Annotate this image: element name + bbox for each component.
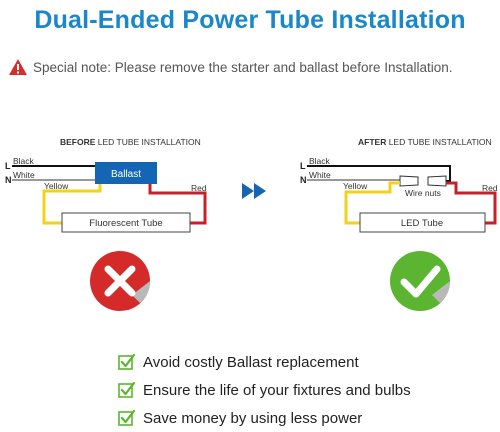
after-diagram: AFTER LED TUBE INSTALLATION L N Black Wh…	[300, 137, 498, 311]
after-neutral-label: N	[300, 175, 307, 185]
list-item: Save money by using less power	[118, 404, 488, 432]
ballast-box	[95, 162, 157, 184]
before-diagram: BEFORE LED TUBE INSTALLATION L N Black W…	[5, 137, 207, 311]
ballast-label: Ballast	[111, 169, 141, 180]
before-red-label: Red	[191, 183, 207, 193]
wiring-diagram: BEFORE LED TUBE INSTALLATION L N Black W…	[5, 137, 498, 311]
list-item: Ensure the life of your fixtures and bul…	[118, 376, 488, 404]
before-heading: BEFORE LED TUBE INSTALLATION	[60, 137, 201, 147]
wire-nuts-label: Wire nuts	[405, 188, 441, 198]
before-white-label: White	[13, 170, 35, 180]
checkbox-checked-icon	[118, 353, 136, 370]
after-heading: AFTER LED TUBE INSTALLATION	[358, 137, 492, 147]
before-red-wire	[148, 184, 207, 225]
red-x-icon	[90, 251, 150, 311]
before-yellow-label: Yellow	[44, 181, 69, 191]
after-red-label: Red	[482, 183, 498, 193]
after-yellow-wire	[344, 181, 400, 225]
after-white-label: White	[309, 170, 331, 180]
after-line-label: L	[300, 161, 306, 171]
after-red-wire	[446, 181, 497, 225]
green-check-icon	[390, 251, 450, 311]
after-yellow-label: Yellow	[343, 181, 368, 191]
fluorescent-tube	[61, 212, 191, 233]
checkbox-checked-icon	[118, 409, 136, 426]
wire-nut-left	[399, 175, 419, 187]
benefit-text: Avoid costly Ballast replacement	[143, 353, 359, 371]
benefit-text: Ensure the life of your fixtures and bul…	[143, 381, 411, 399]
before-line-label: L	[5, 161, 11, 171]
before-black-label: Black	[13, 156, 35, 166]
fluorescent-tube-label: Fluorescent Tube	[89, 218, 162, 229]
checkbox-checked-icon	[118, 381, 136, 398]
after-black-label: Black	[309, 156, 331, 166]
special-note-text: Special note: Please remove the starter …	[33, 59, 453, 75]
warning-triangle-icon	[9, 59, 27, 75]
page-title: Dual-Ended Power Tube Installation	[34, 6, 466, 34]
before-neutral-label: N	[5, 175, 12, 185]
wire-nut-right	[427, 175, 447, 187]
before-yellow-wire	[42, 184, 102, 225]
led-tube-label: LED Tube	[401, 218, 443, 229]
special-note: Special note: Please remove the starter …	[8, 58, 498, 76]
list-item: Avoid costly Ballast replacement	[118, 348, 488, 376]
benefits-list: Avoid costly Ballast replacement Ensure …	[118, 348, 488, 432]
led-tube	[359, 212, 486, 233]
double-chevron-right-icon	[242, 183, 266, 199]
benefit-text: Save money by using less power	[143, 409, 363, 427]
